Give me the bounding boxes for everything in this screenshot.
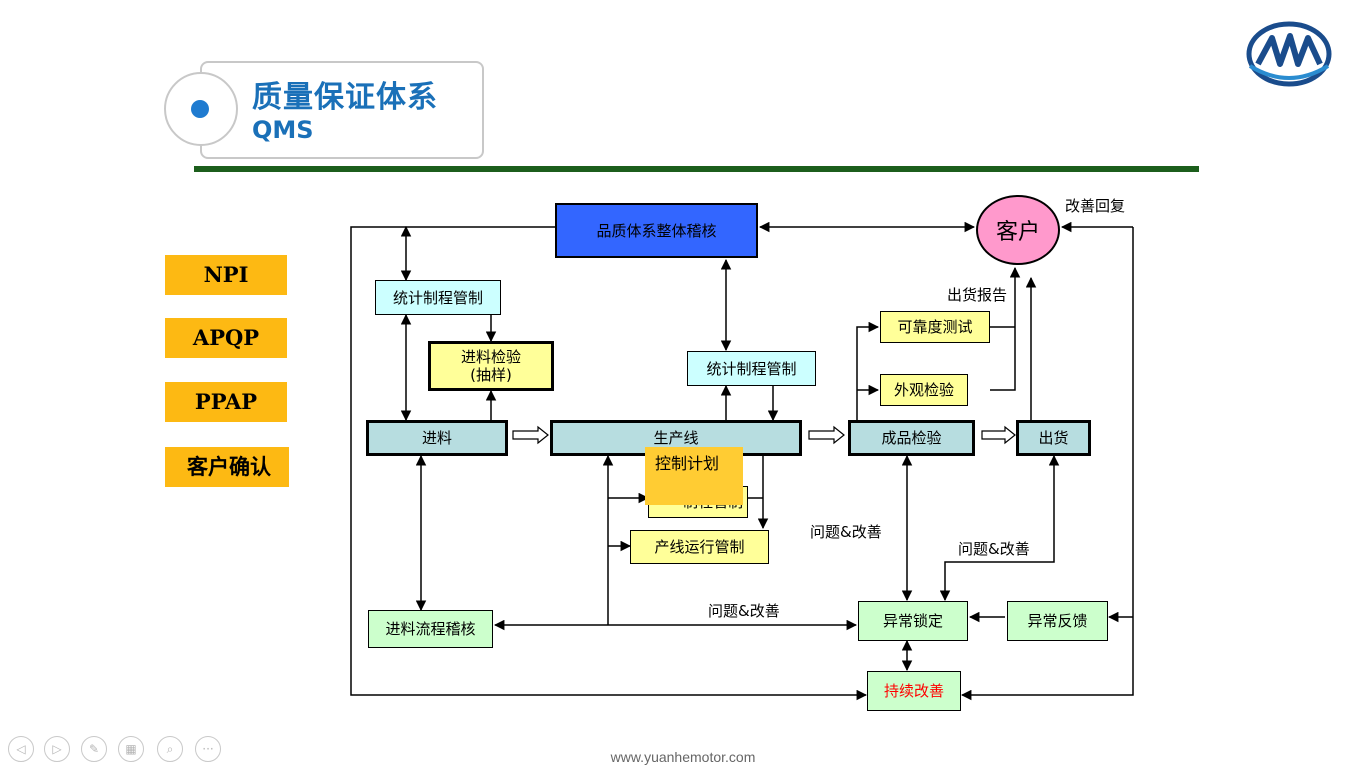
spc-left-box: 统计制程管制 bbox=[375, 280, 501, 315]
more-icon[interactable]: ··· bbox=[195, 736, 221, 762]
improvement-reply-label: 改善回复 bbox=[1065, 197, 1126, 215]
incoming-material-box: 进料 bbox=[366, 420, 508, 456]
abnormal-feedback-box: 异常反馈 bbox=[1007, 601, 1108, 641]
slides-icon[interactable]: ▦ bbox=[118, 736, 144, 762]
next-icon[interactable]: ▷ bbox=[44, 736, 70, 762]
quality-system-audit-box: 品质体系整体稽核 bbox=[555, 203, 758, 258]
incoming-inspection-line2: (抽样) bbox=[470, 366, 512, 384]
shipping-report-label: 出货报告 bbox=[947, 286, 1008, 304]
pen-icon[interactable]: ✎ bbox=[81, 736, 107, 762]
customer-node: 客户 bbox=[976, 195, 1060, 265]
company-logo bbox=[1246, 21, 1332, 87]
shipping-box: 出货 bbox=[1016, 420, 1091, 456]
incoming-process-audit-box: 进料流程稽核 bbox=[368, 610, 493, 648]
incoming-inspection-line1: 进料检验 bbox=[460, 348, 521, 366]
page-subtitle: QMS bbox=[252, 116, 314, 144]
page-title: 质量保证体系 bbox=[252, 80, 438, 115]
prev-icon[interactable]: ◁ bbox=[8, 736, 34, 762]
tag-apqp: APQP bbox=[165, 318, 287, 358]
line-operation-control-box: 产线运行管制 bbox=[630, 530, 769, 564]
final-inspection-box: 成品检验 bbox=[848, 420, 975, 456]
control-plan-box: 控制计划 bbox=[645, 447, 743, 505]
reliability-test-box: 可靠度测试 bbox=[880, 311, 990, 343]
zoom-icon[interactable]: ⌕ bbox=[157, 736, 183, 762]
abnormal-lock-box: 异常锁定 bbox=[858, 601, 968, 641]
divider-rule bbox=[194, 166, 1199, 172]
issue-improve-label-2: 问题&改善 bbox=[958, 540, 1030, 558]
title-card bbox=[200, 61, 484, 159]
tag-ppap: PPAP bbox=[165, 382, 287, 422]
continuous-improvement-box: 持续改善 bbox=[867, 671, 961, 711]
tag-customer-confirm: 客户确认 bbox=[165, 447, 289, 487]
bullet-icon bbox=[191, 100, 209, 118]
spc-mid-box: 统计制程管制 bbox=[687, 351, 816, 386]
issue-improve-label-1: 问题&改善 bbox=[810, 523, 882, 541]
incoming-inspection-box: 进料检验 (抽样) bbox=[428, 341, 554, 391]
footer-url: www.yuanhemotor.com bbox=[610, 749, 756, 765]
issue-improve-label-3: 问题&改善 bbox=[708, 602, 780, 620]
tag-npi: NPI bbox=[165, 255, 287, 295]
appearance-inspection-box: 外观检验 bbox=[880, 374, 968, 406]
